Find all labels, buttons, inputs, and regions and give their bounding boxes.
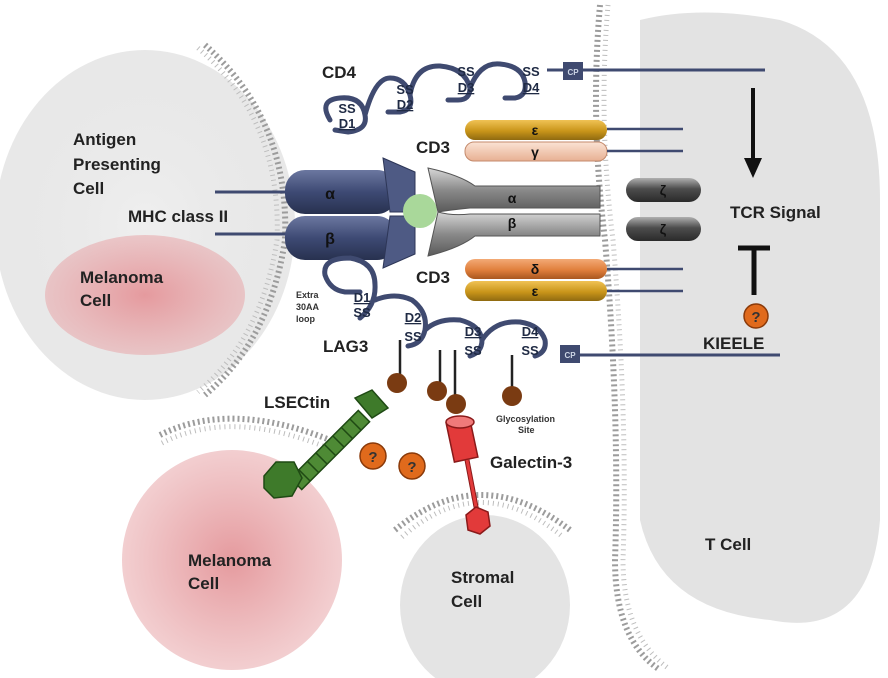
glycosylation-site-1 [387, 373, 407, 393]
cd3-gamma-label: γ [531, 144, 539, 160]
cd4-label: CD4 [322, 63, 357, 82]
melanoma-left-label-line-2: Cell [80, 291, 111, 310]
mhc-class-ii-label: MHC class II [128, 207, 228, 226]
lag3-d4-ss: SS [521, 343, 539, 358]
mhc-alpha-label: α [325, 186, 335, 203]
cd3-delta [465, 259, 607, 279]
melanoma-bottom-label-line-2: Cell [188, 574, 219, 593]
cd3-epsilon-bottom [465, 281, 607, 301]
melanoma-bottom-label-line-1: Melanoma [188, 551, 272, 570]
mhc-beta-label: β [325, 231, 335, 248]
t-cell-label: T Cell [705, 535, 751, 554]
melanoma-left-label-line-1: Melanoma [80, 268, 164, 287]
cd3-delta-label: δ [531, 261, 540, 277]
lag3-d1-ss: SS [353, 305, 371, 320]
cd3-top [464, 120, 683, 162]
apc-label-line-2: Presenting [73, 155, 161, 174]
mhc-alpha-chain [285, 170, 397, 214]
lag3-d2-label: D2 [405, 310, 422, 325]
tcr-beta-chain [427, 211, 601, 257]
lsectin-molecule [263, 389, 390, 499]
tcr-alpha-chain [427, 167, 601, 213]
lag3-label: LAG3 [323, 337, 368, 356]
question-mark-1: ? [368, 449, 377, 466]
lsectin-label: LSECtin [264, 393, 330, 412]
question-icon-1 [359, 442, 387, 470]
glycosylation-site-2 [427, 381, 447, 401]
stromal-membrane-outer [393, 492, 572, 533]
apc-label-line-3: Cell [73, 179, 104, 198]
cd4-d3-label: D3 [458, 80, 475, 95]
glycosylation-label-line-1: Glycosylation [496, 414, 555, 424]
extra-loop-line-3: loop [296, 314, 315, 324]
extra-loop-line-2: 30AA [296, 302, 320, 312]
zeta-chain-bottom [626, 217, 701, 241]
galectin3-molecule [445, 415, 491, 535]
lag3-cp-box [560, 345, 580, 363]
question-icon-2 [398, 452, 426, 480]
cd4-d2-label: D2 [397, 97, 414, 112]
stromal-label-line-2: Cell [451, 592, 482, 611]
cd4-cp-label: CP [567, 68, 579, 77]
question-mark-kieele: ? [751, 309, 760, 326]
mhc-class-ii [215, 157, 437, 269]
cd3-top-label: CD3 [416, 138, 450, 157]
melanoma-cell-left [45, 235, 245, 355]
galectin3-label: Galectin-3 [490, 453, 572, 472]
zeta-chain-top [626, 178, 701, 202]
lag3-d4-label: D4 [522, 324, 539, 339]
cd4-d2-ss: SS [396, 82, 414, 97]
cd4-d4-label: D4 [523, 80, 540, 95]
cd3-bottom [465, 259, 683, 301]
apc-membrane-outer [203, 42, 289, 398]
zeta-bottom-label: ζ [660, 221, 667, 237]
cd4-d1-label: D1 [339, 116, 356, 131]
cd3-epsilon-top [465, 120, 607, 140]
melanoma-cell-bottom [122, 450, 342, 670]
cd3-bottom-label: CD3 [416, 268, 450, 287]
cd4-molecule: CP [323, 61, 765, 135]
question-mark-2: ? [407, 459, 416, 476]
lag3-d1-label: D1 [354, 290, 371, 305]
lag3-d3-label: D3 [465, 324, 482, 339]
kieele-label: KIEELE [703, 334, 764, 353]
cd4-cp-box [563, 62, 583, 80]
tcr-beta-label: β [508, 215, 517, 231]
tcr-signal-arrowhead [744, 158, 762, 178]
apc-label-line-1: Antigen [73, 130, 136, 149]
cd3-epsilon-bottom-label: ε [532, 283, 539, 299]
lag3-d2-ss: SS [404, 329, 422, 344]
extra-loop-line-1: Extra [296, 290, 320, 300]
lag3-cp-label: CP [564, 351, 576, 360]
glycosylation-site-4 [502, 386, 522, 406]
glycosylation-site-3 [446, 394, 466, 414]
cd4-d1-ss: SS [338, 101, 356, 116]
lag3-d3-ss: SS [464, 343, 482, 358]
tcr-complex [427, 167, 601, 257]
cd3-epsilon-top-label: ε [532, 122, 539, 138]
stromal-cell [400, 515, 570, 678]
antigen-peptide [403, 194, 437, 228]
zeta-top-label: ζ [660, 182, 667, 198]
melanoma-membrane-outer [158, 415, 332, 443]
lag3-molecule: CP [322, 255, 780, 414]
question-icon-kieele [743, 303, 769, 329]
tcell-membrane-outer [593, 4, 662, 673]
glycosylation-label-line-2: Site [518, 425, 535, 435]
stromal-label-line-1: Stromal [451, 568, 514, 587]
cd4-d4-ss: SS [522, 64, 540, 79]
mhc-beta-chain [285, 216, 397, 260]
tcr-signal-label: TCR Signal [730, 203, 821, 222]
apc-membrane-inner [196, 46, 280, 394]
tcr-alpha-label: α [508, 190, 517, 206]
cd4-d3-ss: SS [457, 64, 475, 79]
